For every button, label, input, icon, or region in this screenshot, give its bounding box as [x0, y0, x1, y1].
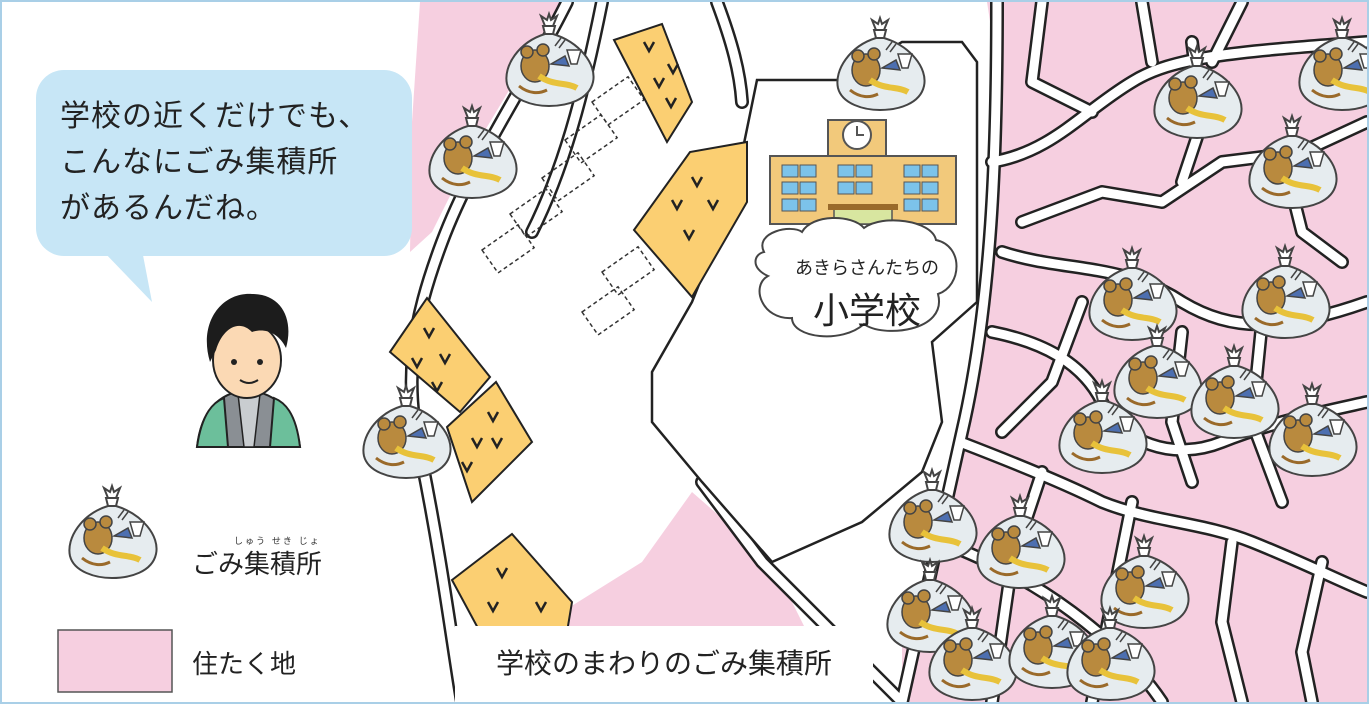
- speech-bubble-tail: [102, 250, 152, 302]
- speech-line: 学校の近くだけでも、: [60, 99, 370, 134]
- parking-spaces: [480, 75, 656, 336]
- school-building-icon: [769, 119, 957, 225]
- school-name: 小学校: [812, 291, 921, 332]
- residential-swatch: [57, 629, 173, 693]
- speech-line: があるんだね。: [60, 191, 277, 226]
- speech-text: 学校の近くだけでも、 こんなにごみ集積所 があるんだね。: [60, 94, 405, 232]
- garbage-label-ruby: しゅう せき じょ: [234, 537, 321, 547]
- school-label-cloud: [754, 216, 958, 338]
- boy-character: [195, 293, 302, 448]
- speech-bubble: [36, 70, 412, 256]
- speech-line: こんなにごみ集積所: [60, 145, 339, 180]
- map-caption: 学校のまわりのごみ集積所: [455, 626, 873, 702]
- school-sub-label: あきらさんたちの: [795, 258, 939, 279]
- legend-residential-label: 住たく地: [192, 650, 297, 680]
- legend-garbage-label: ごみ集積所: [192, 550, 323, 580]
- field-marks: [410, 41, 720, 614]
